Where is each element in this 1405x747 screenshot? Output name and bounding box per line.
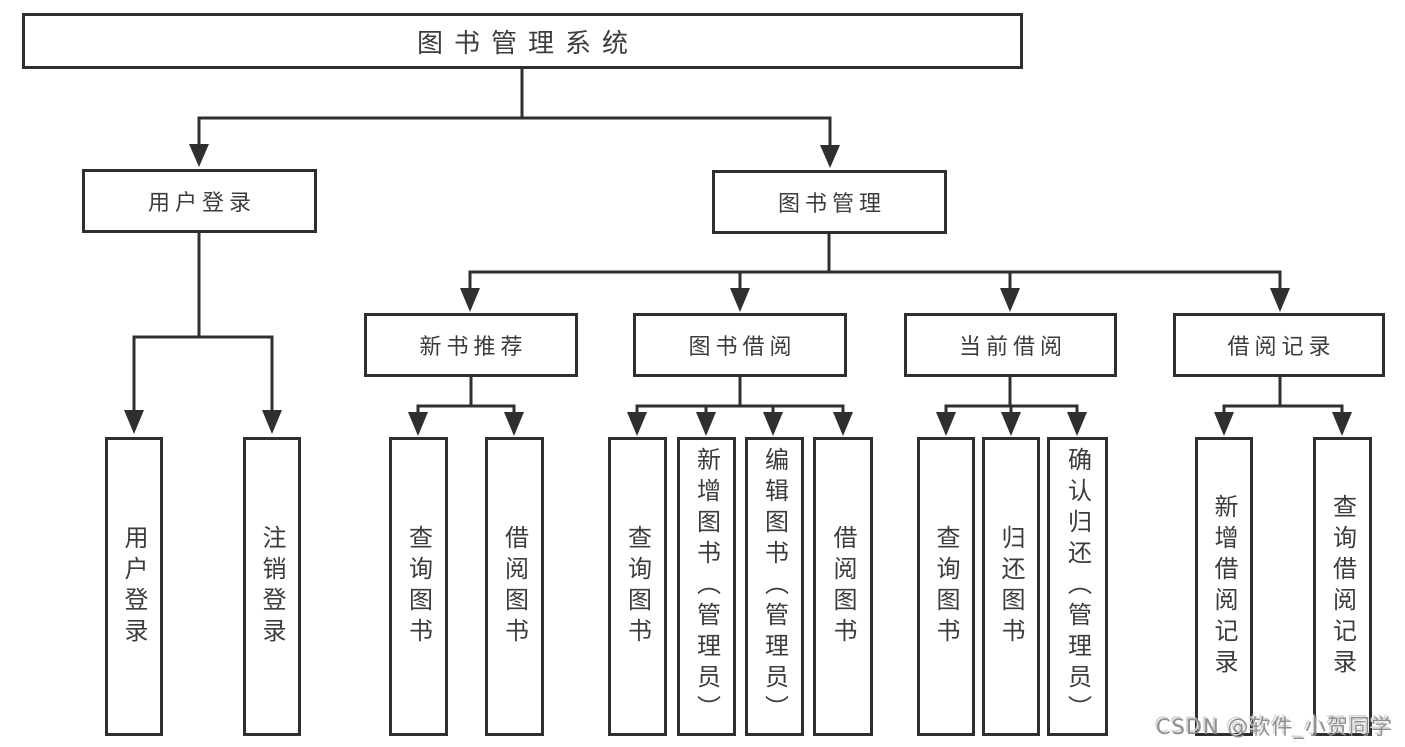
csdn-watermark: CSDN @软件_小贺同学 [1155, 715, 1393, 739]
leaf-nbr-borrow-books: 借阅图书 [485, 437, 544, 736]
leaf-cb-query-books: 查询图书 [917, 437, 975, 736]
leaf-label: 借阅图书 [829, 524, 857, 649]
leaf-bb-edit-books-admin: 编辑图书（管理员） [745, 437, 804, 736]
leaf-cb-confirm-return-admin: 确认归还（管理员） [1047, 437, 1108, 736]
leaf-label: 查询借阅记录 [1328, 493, 1357, 680]
leaf-label: 借阅图书 [500, 524, 529, 649]
leaf-label: 用户登录 [120, 524, 148, 649]
node-root: 图书管理系统 [22, 13, 1023, 69]
node-current-borrow: 当前借阅 [904, 313, 1117, 377]
leaf-br-add-record: 新增借阅记录 [1195, 437, 1253, 736]
leaf-label: 新增借阅记录 [1210, 493, 1238, 680]
leaf-cb-return-books: 归还图书 [982, 437, 1040, 736]
leaf-label: 编辑图书（管理员） [760, 447, 789, 726]
leaf-user-login: 用户登录 [105, 437, 163, 736]
leaf-bb-add-books-admin: 新增图书（管理员） [677, 437, 736, 736]
leaf-br-query-record: 查询借阅记录 [1313, 437, 1372, 736]
leaf-label: 查询图书 [404, 524, 433, 649]
leaf-label: 新增图书（管理员） [692, 447, 721, 726]
node-user-login: 用户登录 [82, 169, 317, 233]
arrowheads [124, 144, 1352, 436]
leaf-label: 查询图书 [623, 524, 652, 649]
leaf-label: 注销登录 [258, 524, 286, 649]
leaf-label: 查询图书 [932, 524, 960, 649]
leaf-nbr-query-books: 查询图书 [389, 437, 448, 736]
leaf-label: 确认归还（管理员） [1063, 447, 1092, 726]
node-new-book-recommend: 新书推荐 [364, 313, 578, 377]
leaf-bb-query-books: 查询图书 [608, 437, 667, 736]
node-book-management: 图书管理 [712, 170, 947, 234]
leaf-logout: 注销登录 [243, 437, 301, 736]
node-borrow-records: 借阅记录 [1173, 313, 1385, 377]
leaf-bb-borrow-books: 借阅图书 [813, 437, 873, 736]
node-book-borrow: 图书借阅 [633, 313, 847, 377]
leaf-label: 归还图书 [997, 524, 1025, 649]
